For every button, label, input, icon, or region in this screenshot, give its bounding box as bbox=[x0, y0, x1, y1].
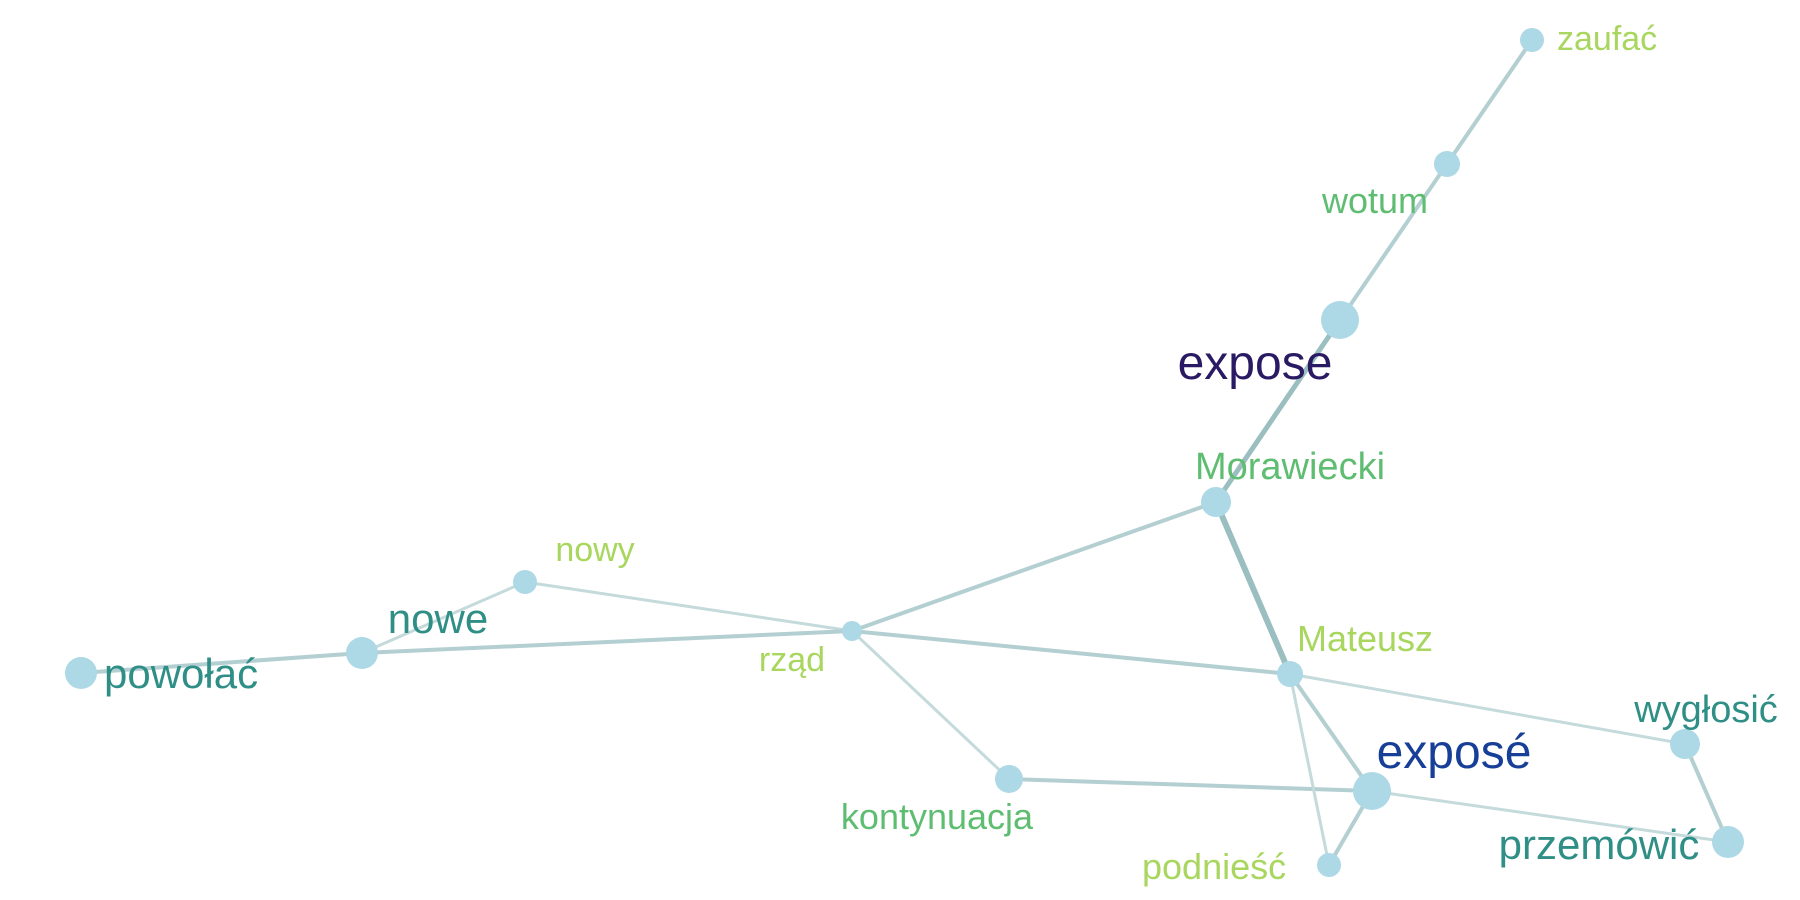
edge-morawiecki-rzad bbox=[850, 500, 1218, 633]
edge-nowe-powolac bbox=[79, 651, 364, 675]
node-label-nowy: nowy bbox=[555, 531, 634, 569]
edge-zaufac-wotum bbox=[1445, 38, 1534, 166]
node-mateusz bbox=[1277, 661, 1303, 687]
node-label-zaufac: zaufać bbox=[1557, 20, 1657, 58]
edge-wotum-expose bbox=[1338, 162, 1449, 322]
node-label-wyglosic: wygłosić bbox=[1633, 689, 1778, 731]
node-label-powolac: powołać bbox=[104, 650, 258, 697]
node-wyglosic bbox=[1670, 729, 1700, 759]
node-powolac bbox=[65, 657, 97, 689]
node-nowe bbox=[346, 637, 378, 669]
node-label-rzad: rząd bbox=[759, 641, 825, 679]
node-label-expose: expose bbox=[1178, 337, 1333, 390]
node-expose2 bbox=[1353, 772, 1391, 810]
edge-kontynuacja-expose2 bbox=[1007, 777, 1374, 793]
node-label-morawiecki: Morawiecki bbox=[1195, 446, 1385, 488]
edge-nowe-rzad bbox=[360, 629, 854, 655]
edge-rzad-mateusz bbox=[850, 629, 1292, 676]
graph-edges bbox=[79, 38, 1730, 867]
edge-nowy-nowe bbox=[360, 580, 527, 655]
edge-morawiecki-mateusz bbox=[1213, 499, 1293, 677]
node-podniesc bbox=[1317, 853, 1341, 877]
node-morawiecki bbox=[1201, 487, 1231, 517]
node-zaufac bbox=[1520, 28, 1544, 52]
edge-mateusz-expose2 bbox=[1288, 672, 1374, 793]
node-wotum bbox=[1434, 151, 1460, 177]
node-label-expose2: exposé bbox=[1377, 726, 1532, 779]
node-label-mateusz: Mateusz bbox=[1297, 618, 1433, 659]
node-label-kontynuacja: kontynuacja bbox=[841, 796, 1034, 837]
graph-nodes bbox=[65, 28, 1744, 877]
edge-nowy-rzad bbox=[523, 580, 854, 633]
node-label-podniesc: podnieść bbox=[1142, 846, 1286, 887]
node-rzad bbox=[842, 621, 862, 641]
node-expose bbox=[1321, 301, 1359, 339]
node-label-wotum: wotum bbox=[1321, 180, 1428, 221]
node-przemowic bbox=[1712, 826, 1744, 858]
edge-rzad-kontynuacja bbox=[850, 629, 1011, 781]
node-label-przemowic: przemówić bbox=[1499, 821, 1700, 868]
edge-mateusz-wyglosic bbox=[1288, 672, 1687, 746]
edge-mateusz-podniesc bbox=[1288, 672, 1331, 867]
edge-wyglosic-przemowic bbox=[1683, 742, 1730, 844]
node-label-nowe: nowe bbox=[388, 595, 488, 642]
node-nowy bbox=[513, 570, 537, 594]
node-kontynuacja bbox=[995, 765, 1023, 793]
edge-expose-morawiecki bbox=[1213, 317, 1343, 505]
edge-expose2-przemowic bbox=[1370, 789, 1730, 844]
